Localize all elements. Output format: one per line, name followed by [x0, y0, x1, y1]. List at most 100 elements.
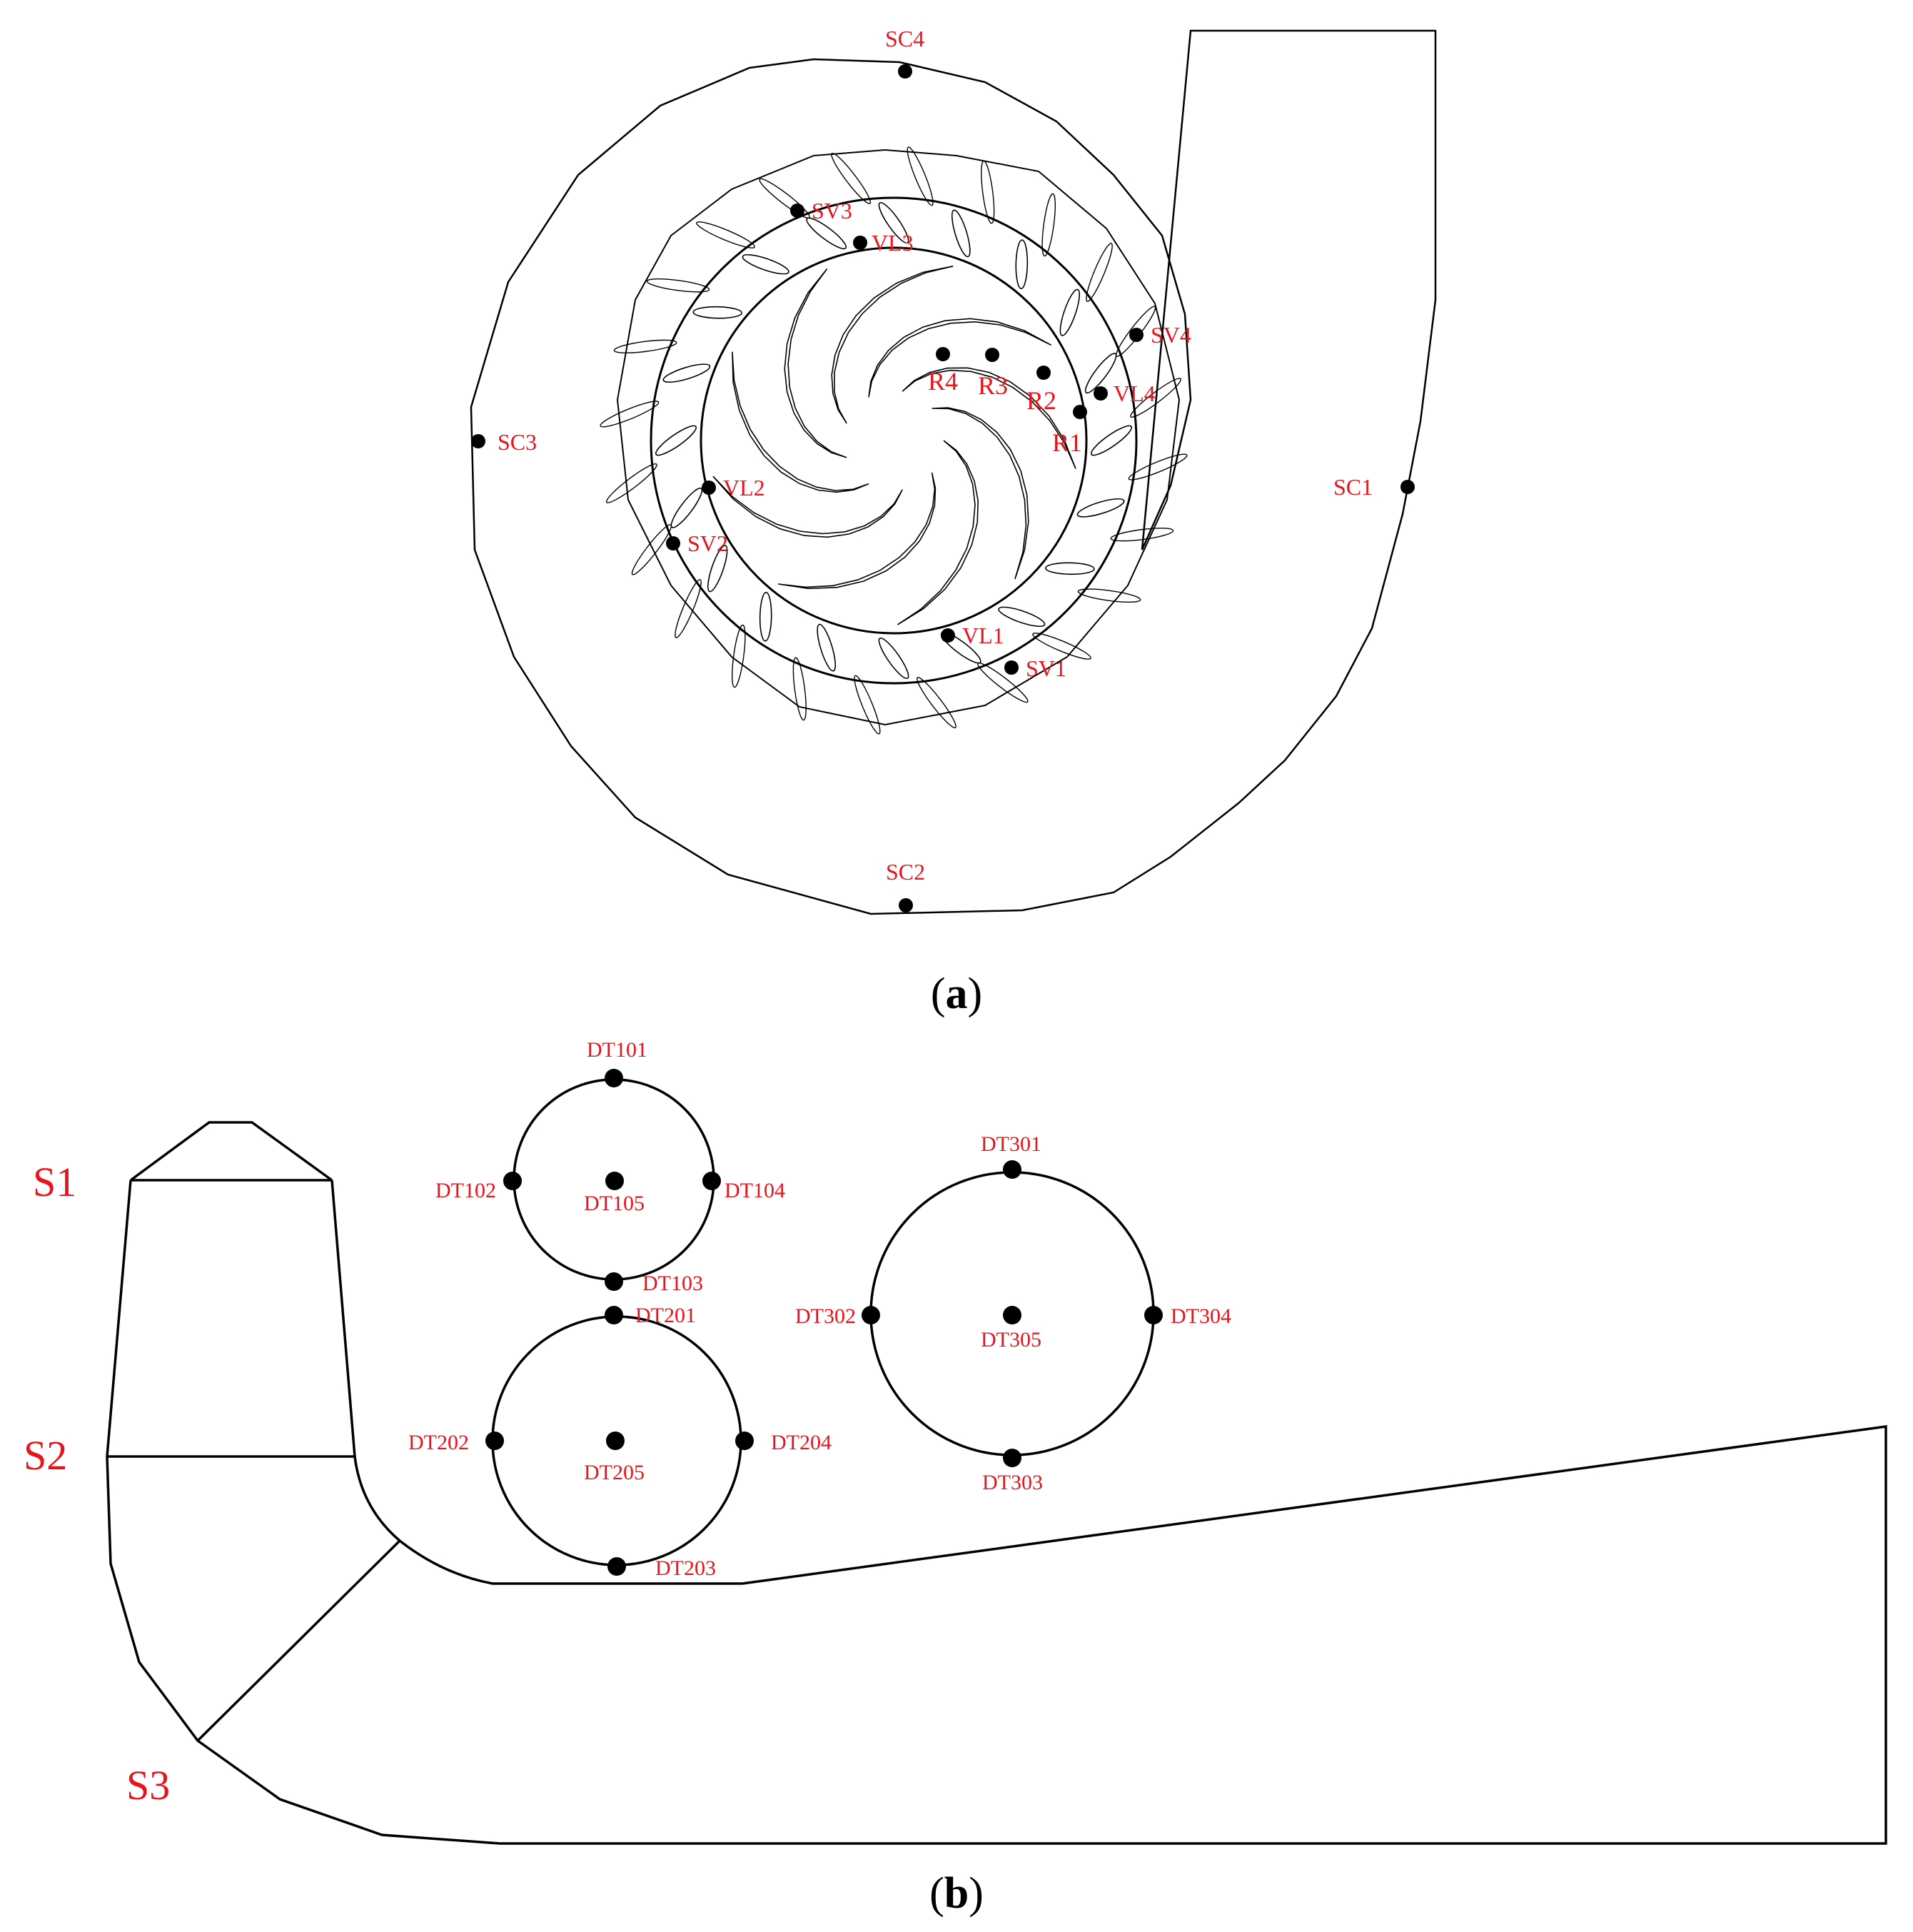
point-sc4 [898, 64, 912, 79]
pipe-body-outline [106, 1179, 1887, 1845]
point-dt103 [605, 1272, 623, 1291]
impeller-blade [868, 318, 1052, 398]
point-dt301 [1003, 1160, 1021, 1179]
point-dt303 [1003, 1449, 1021, 1467]
point-vl1 [941, 628, 955, 643]
label-s2: S2 [24, 1432, 67, 1479]
label-dt104: DT104 [725, 1179, 785, 1202]
guide-vane [1090, 425, 1133, 456]
caption-a: (a) [931, 970, 982, 1018]
label-s1: S1 [33, 1159, 76, 1205]
guide-vane [951, 209, 971, 258]
guide-vane [998, 606, 1046, 628]
impeller-blade [932, 407, 1029, 580]
guide-vane [662, 363, 711, 383]
guide-vane [1059, 288, 1081, 336]
guide-vane [670, 487, 703, 528]
diffuser-vane [1086, 243, 1113, 302]
diffuser-vane [831, 152, 872, 204]
label-dt205: DT205 [584, 1461, 645, 1484]
diffuser-vane [1130, 378, 1182, 418]
label-sc1: SC1 [1333, 474, 1373, 500]
guide-vane [878, 637, 909, 680]
label-dt203: DT203 [655, 1556, 716, 1580]
diffuser-vane [613, 339, 677, 353]
label-vl2: VL2 [723, 475, 765, 500]
diffuser-vane [675, 579, 702, 638]
label-dt103: DT103 [642, 1272, 703, 1295]
diffuser-vane [1077, 588, 1141, 603]
label-sc4: SC4 [885, 26, 924, 51]
guide-vane [806, 217, 847, 250]
guide-vanes [655, 201, 1133, 680]
labels-b: DT101 DT102 DT103 DT104 DT105 DT201 DT20… [408, 1038, 1231, 1580]
guide-vane [1045, 562, 1095, 575]
label-dt204: DT204 [771, 1431, 832, 1454]
label-vl4: VL4 [1114, 381, 1156, 406]
guide-vane [655, 425, 697, 456]
impeller-blade [902, 367, 1076, 469]
label-dt302: DT302 [795, 1304, 856, 1328]
diffuser-outer-ring [616, 149, 1181, 726]
point-dt105 [605, 1172, 624, 1190]
section-line-s3 [196, 1539, 401, 1742]
monitor-points-a [471, 64, 1415, 912]
diffuser-vane [631, 524, 672, 575]
diffuser-vane [646, 278, 710, 293]
point-vl2 [702, 481, 716, 495]
label-dt202: DT202 [408, 1431, 469, 1454]
label-r2: R2 [1026, 386, 1056, 415]
guide-vane [742, 253, 789, 275]
label-vl3: VL3 [872, 230, 914, 256]
diffuser-vane [731, 624, 746, 688]
point-dt202 [485, 1432, 504, 1450]
label-dt303: DT303 [982, 1471, 1043, 1494]
guide-vane [1084, 353, 1117, 394]
panel-b: DT101 DT102 DT103 DT104 DT105 DT201 DT20… [24, 1038, 1887, 1918]
label-r1: R1 [1052, 428, 1082, 457]
diffuser-vane [605, 463, 657, 503]
guide-vane [817, 623, 837, 672]
point-dt101 [605, 1069, 623, 1087]
diffuser-vane [854, 675, 881, 735]
label-sc2: SC2 [886, 859, 925, 885]
guide-vane [759, 592, 772, 642]
point-sc3 [471, 434, 485, 448]
diffuser-vane [696, 221, 755, 248]
inlet-cap [129, 1121, 333, 1182]
label-dt304: DT304 [1171, 1304, 1231, 1328]
point-r3 [985, 348, 999, 362]
point-dt302 [862, 1306, 880, 1324]
point-sv2 [666, 536, 680, 550]
label-vl1: VL1 [962, 623, 1004, 648]
diffuser-vane [759, 178, 810, 219]
guide-vane [707, 545, 728, 593]
diffuser-vane [1041, 193, 1056, 257]
diffuser-vane [977, 662, 1029, 703]
point-r1 [1073, 405, 1087, 419]
diffuser-vane [1128, 453, 1188, 481]
diffuser-vane [907, 146, 934, 206]
point-dt304 [1144, 1306, 1163, 1324]
guide-vane [692, 306, 742, 319]
panel-a: SC1 SC2 SC3 SC4 SV1 SV2 SV3 SV4 VL1 VL2 … [470, 26, 1437, 1018]
point-sv1 [1004, 660, 1019, 675]
point-dt203 [607, 1557, 626, 1576]
volute-casing-outline [470, 29, 1437, 915]
label-dt102: DT102 [435, 1179, 496, 1202]
diffuser-vane [1110, 528, 1174, 542]
diffuser-vane [981, 160, 995, 224]
impeller-blade [784, 268, 847, 458]
impeller-blade [732, 351, 869, 493]
point-dt204 [735, 1432, 754, 1450]
point-dt305 [1003, 1306, 1021, 1324]
point-vl3 [853, 236, 867, 250]
impeller-blade [831, 266, 954, 424]
label-sv1: SV1 [1026, 655, 1066, 681]
point-sv4 [1129, 328, 1144, 342]
labels-a: SC1 SC2 SC3 SC4 SV1 SV2 SV3 SV4 VL1 VL2 … [498, 26, 1373, 885]
point-dt201 [605, 1306, 623, 1324]
label-sv2: SV2 [687, 530, 728, 556]
impeller-blade [778, 472, 937, 590]
